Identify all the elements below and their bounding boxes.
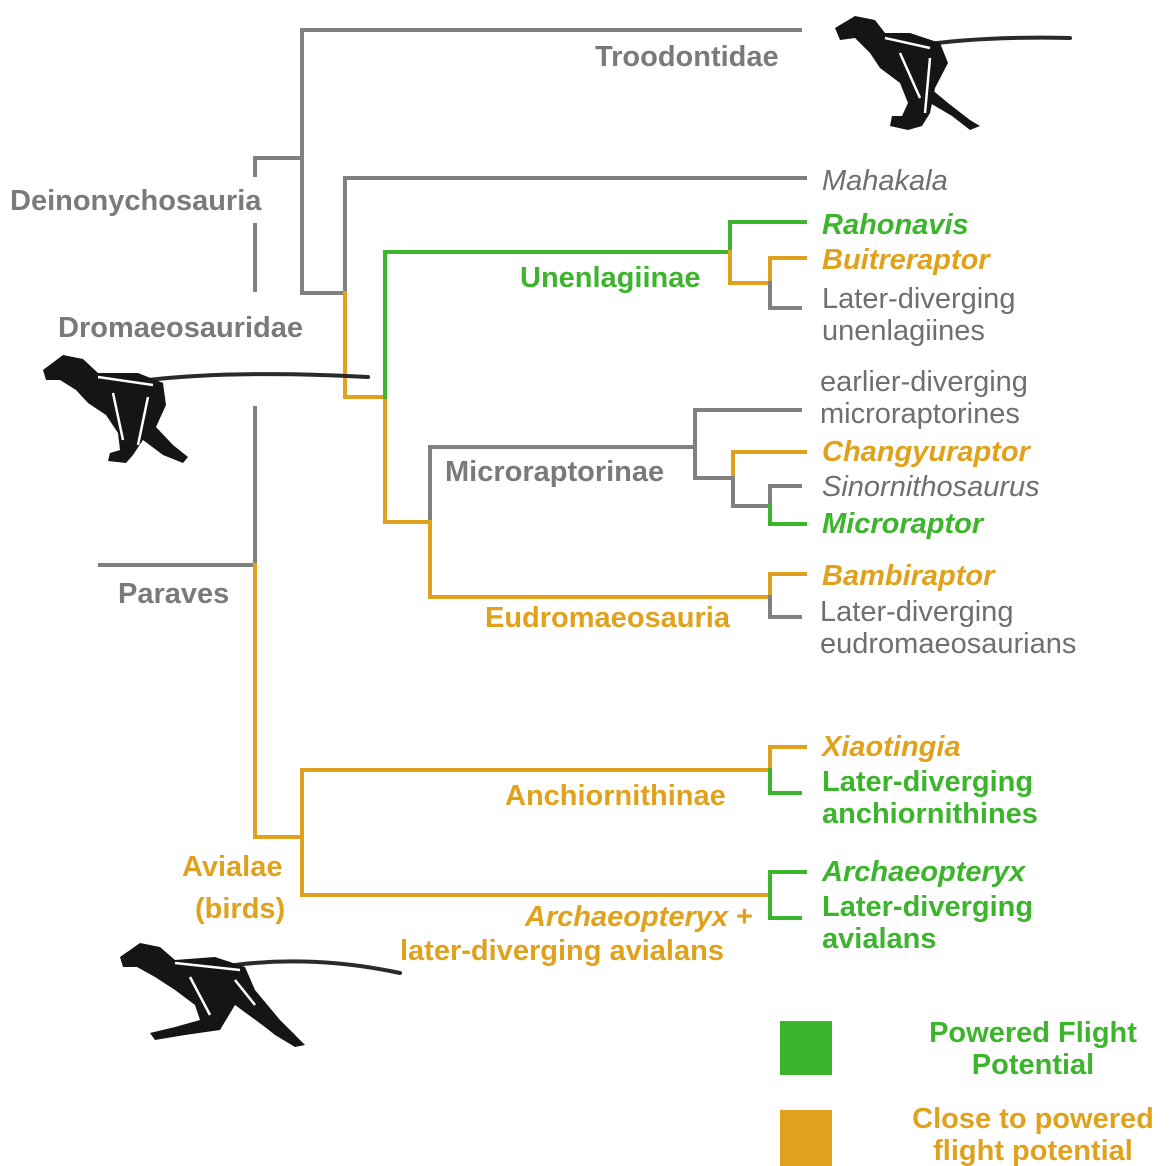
taxon-later-avialans-1: Later-diverging: [822, 891, 1033, 923]
taxon-buitreraptor: Buitreraptor: [822, 244, 991, 276]
taxon-later-anchiornithines-2: anchiornithines: [822, 798, 1038, 830]
taxon-rahonavis: Rahonavis: [822, 209, 969, 241]
taxon-later-eudromaeosaurians-1: Later-diverging: [820, 596, 1013, 628]
taxon-sinornithosaurus: Sinornithosaurus: [822, 471, 1040, 503]
clade-anchiornithinae: Anchiornithinae: [505, 780, 726, 812]
clade-microraptorinae: Microraptorinae: [445, 456, 664, 488]
taxon-later-eudromaeosaurians-2: eudromaeosaurians: [820, 628, 1076, 660]
branch-earlier-microraptorines: [695, 410, 800, 447]
taxon-microraptor: Microraptor: [822, 508, 985, 540]
taxon-archaeopteryx: Archaeopteryx: [821, 856, 1027, 888]
branch-bambiraptor: [770, 574, 805, 597]
clade-archaeopteryx-group-line2: later-diverging avialans: [400, 935, 724, 967]
legend: Powered Flight Potential Close to powere…: [780, 1017, 1154, 1166]
branch-buitreraptor-node: [730, 252, 770, 283]
branch-later-avialans: [770, 895, 800, 918]
clade-paraves: Paraves: [118, 578, 229, 610]
clade-archaeopteryx-group-plus: +: [728, 901, 753, 933]
taxon-later-avialans-2: avialans: [822, 923, 936, 955]
taxon-bambiraptor: Bambiraptor: [822, 560, 996, 592]
branch-archaeopteryx: [770, 872, 805, 895]
clade-avialae-birds: (birds): [195, 893, 285, 925]
branch-avialae-stem: [255, 565, 302, 837]
clade-avialae: Avialae: [182, 851, 283, 883]
taxon-later-unenlagiines-1: Later-diverging: [822, 283, 1015, 315]
taxon-mahakala: Mahakala: [822, 165, 948, 197]
taxon-later-anchiornithines-1: Later-diverging: [822, 766, 1033, 798]
clade-deinonychosauria: Deinonychosauria: [10, 185, 262, 217]
legend-swatch-close: [780, 1110, 832, 1166]
legend-swatch-powered: [780, 1021, 832, 1075]
branch-changyuraptor: [733, 452, 805, 478]
taxon-earlier-microraptorines-1: earlier-diverging: [820, 366, 1028, 398]
branch-later-eudromaeosaurians: [770, 597, 800, 617]
legend-label-close-2: flight potential: [933, 1135, 1133, 1166]
branch-rahonavis: [730, 222, 805, 252]
legend-label-powered-2: Potential: [972, 1049, 1094, 1081]
dromaeosaurid-skeleton-illustration: [43, 355, 368, 463]
taxon-xiaotingia: Xiaotingia: [820, 731, 961, 763]
clade-unenlagiinae: Unenlagiinae: [520, 262, 701, 294]
clade-archaeopteryx-group: Archaeopteryx +: [524, 901, 753, 933]
branch-later-unenlagiines: [770, 283, 800, 308]
clade-dromaeosauridae: Dromaeosauridae: [58, 312, 303, 344]
branch-sino-node: [733, 478, 770, 506]
clade-eudromaeosauria: Eudromaeosauria: [485, 602, 731, 634]
branch-later-anchiornithines: [770, 770, 800, 793]
clade-archaeopteryx-group-genus: Archaeopteryx: [524, 901, 730, 933]
branch-unenlagiinae-to-micro: [385, 397, 430, 522]
legend-label-powered-1: Powered Flight: [929, 1017, 1137, 1049]
taxon-changyuraptor: Changyuraptor: [822, 436, 1032, 468]
troodontid-skeleton-illustration: [835, 16, 1070, 130]
branch-xiaotingia: [770, 747, 805, 770]
branch-dromaeosauridae-inner: [345, 293, 385, 397]
branch-microraptor: [770, 506, 805, 524]
branch-eudromaeosauria: [430, 522, 770, 597]
legend-label-close-1: Close to powered: [912, 1103, 1154, 1135]
branch-buitreraptor: [770, 258, 805, 283]
taxon-later-unenlagiines-2: unenlagiines: [822, 315, 985, 347]
branch-micro-inner: [695, 447, 733, 478]
avialan-skeleton-illustration: [120, 943, 400, 1047]
branch-sinornithosaurus: [770, 486, 800, 506]
taxon-earlier-microraptorines-2: microraptorines: [820, 398, 1020, 430]
clade-troodontidae: Troodontidae: [595, 41, 779, 73]
